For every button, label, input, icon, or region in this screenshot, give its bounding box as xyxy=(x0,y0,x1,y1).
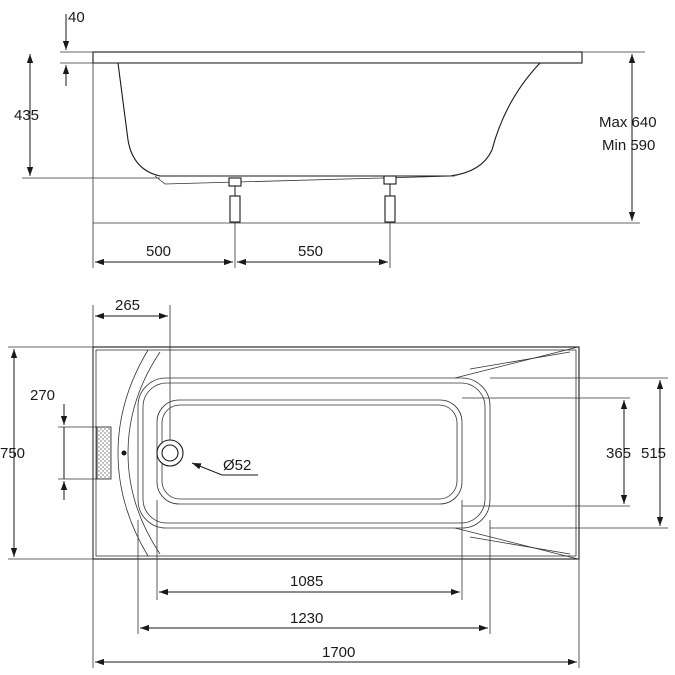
overflow-point xyxy=(121,450,127,456)
leg-offset-label: 500 xyxy=(146,243,171,260)
drain-inner-ring xyxy=(161,444,179,462)
drain-offset-label: 265 xyxy=(115,297,140,314)
basin-outer-inner xyxy=(142,382,486,524)
overflow-grille xyxy=(96,426,112,480)
bath-base xyxy=(154,175,456,185)
drain-diameter-label: Ø52 xyxy=(223,457,251,474)
leg-spacing-label: 550 xyxy=(298,243,323,260)
head-rim-curve xyxy=(117,349,149,557)
bath-outline-inner xyxy=(95,349,577,557)
height-min-label: Min 590 xyxy=(602,137,655,154)
total-length-label: 1700 xyxy=(322,644,355,661)
top-view: Ø52 265 270 750 365 515 xyxy=(0,297,668,668)
height-max-label: Max 640 xyxy=(599,114,657,131)
total-width-label: 750 xyxy=(0,445,25,462)
leg-right xyxy=(383,175,397,223)
overflow-height-label: 270 xyxy=(30,387,55,404)
basin-length-label: 1230 xyxy=(290,610,323,627)
rim-thickness-label: 40 xyxy=(68,9,85,26)
basin-outer xyxy=(137,377,491,529)
rim-chamfer-top xyxy=(454,346,579,379)
head-rim-curve-inner xyxy=(127,351,161,555)
inner-length-label: 1085 xyxy=(290,573,323,590)
side-view: 40 435 Max 640 Min 590 500 550 xyxy=(14,9,657,268)
drain-leader xyxy=(191,462,258,476)
bath-shell xyxy=(117,62,542,177)
inner-width-label: 365 xyxy=(606,445,631,462)
leg-left xyxy=(228,177,242,223)
bath-depth-label: 435 xyxy=(14,107,39,124)
basin-width-label: 515 xyxy=(641,445,666,462)
bath-rim xyxy=(92,51,583,64)
rim-chamfer-bottom xyxy=(454,527,579,560)
